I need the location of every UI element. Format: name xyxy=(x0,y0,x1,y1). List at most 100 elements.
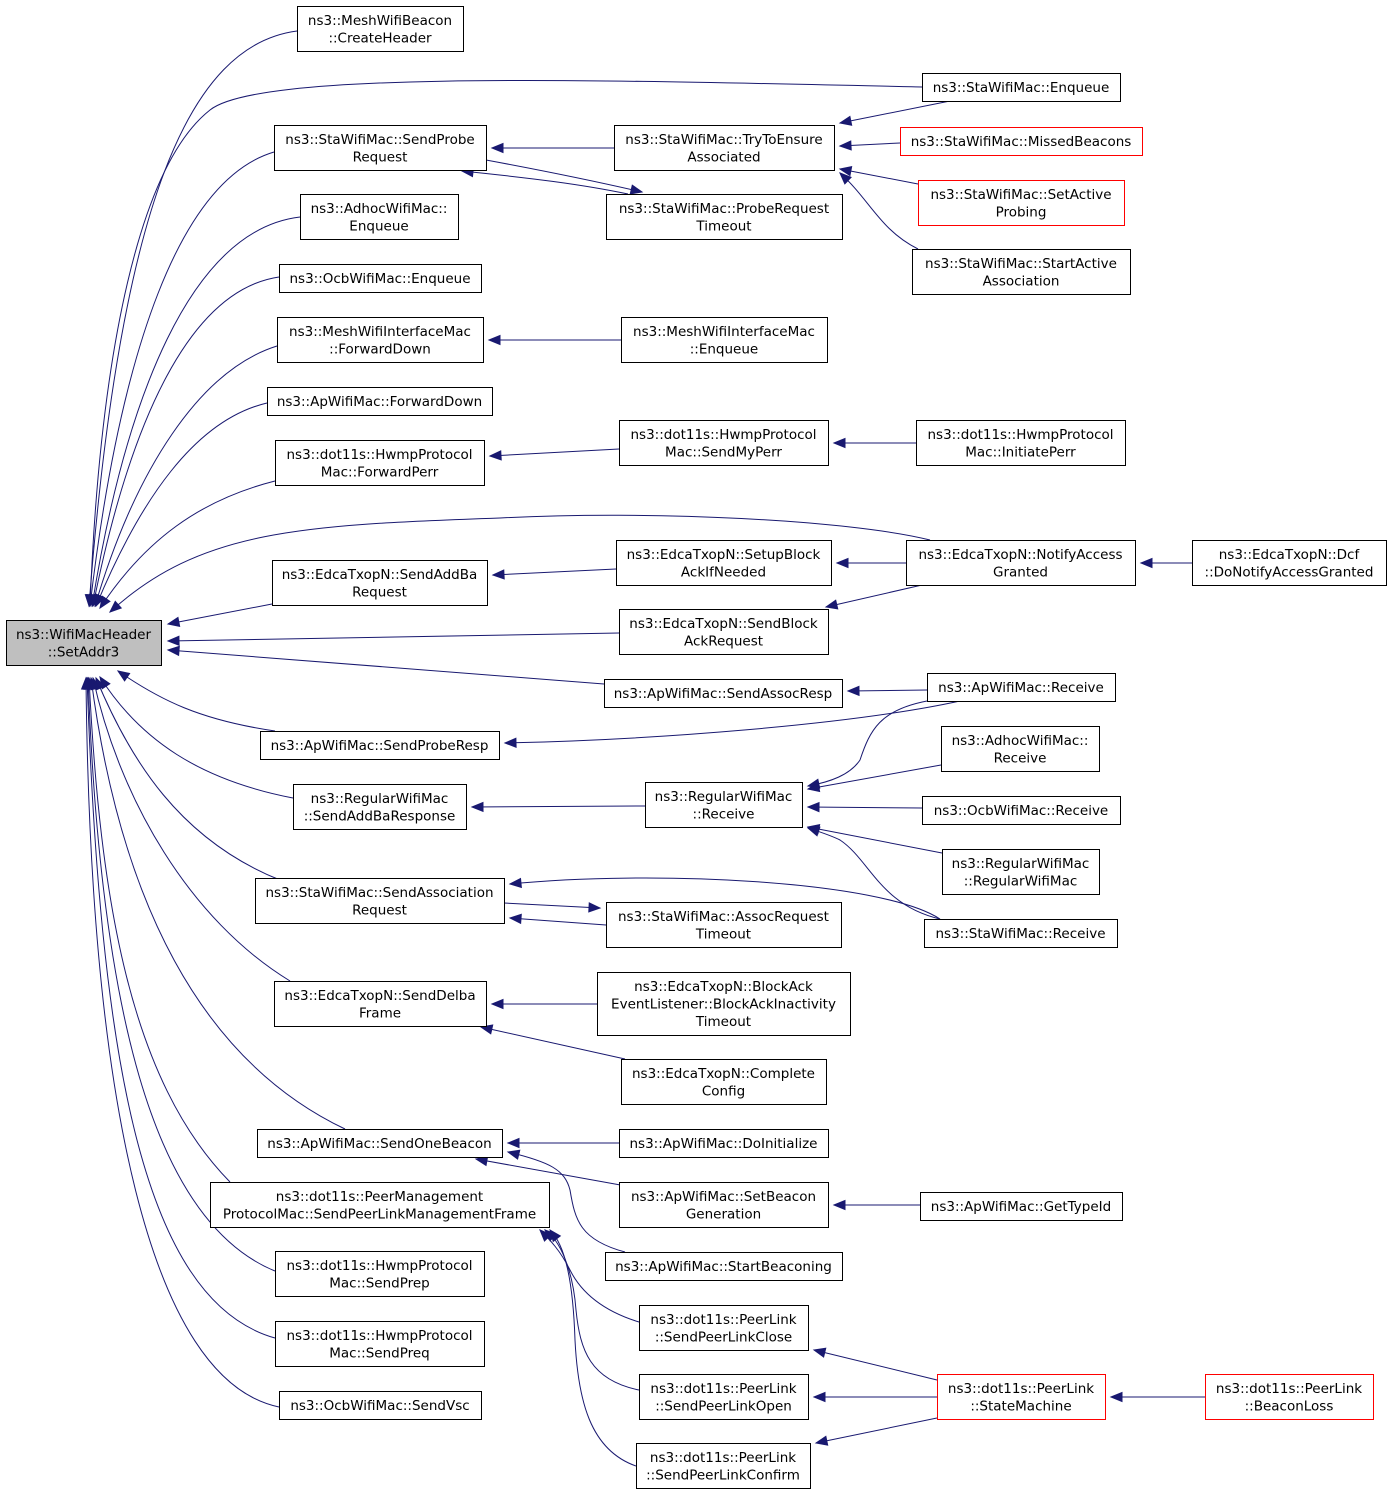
edge-n18-to-n21 xyxy=(824,584,923,610)
node-label: ::Receive xyxy=(693,806,755,822)
edge-line xyxy=(485,159,643,193)
edge-n46-to-n45 xyxy=(812,1391,937,1403)
edge-line xyxy=(504,700,961,744)
arrowhead xyxy=(488,450,502,461)
arrowhead xyxy=(838,140,852,151)
node-label: ns3::EdcaTxopN::NotifyAccess xyxy=(918,547,1122,563)
graph-node[interactable]: ns3::AdhocWifiMac::Receive xyxy=(941,726,1100,772)
arrowhead xyxy=(806,801,820,813)
node-label: Config xyxy=(702,1083,745,1099)
node-label: ns3::OcbWifiMac::Receive xyxy=(934,803,1109,819)
graph-node[interactable]: ns3::OcbWifiMac::SendVsc xyxy=(279,1391,482,1420)
node-label: ns3::StaWifiMac::ProbeRequest xyxy=(619,201,829,217)
edge-n25-to-root xyxy=(116,670,276,732)
graph-node[interactable]: ns3::StaWifiMac::Receive xyxy=(924,919,1118,948)
edge-n39-to-n36 xyxy=(474,1155,627,1187)
graph-node[interactable]: ns3::OcbWifiMac::Receive xyxy=(922,796,1121,825)
edge-line xyxy=(839,100,951,124)
arrowhead xyxy=(839,172,852,185)
graph-node[interactable]: ns3::StaWifiMac::MissedBeacons xyxy=(900,127,1143,156)
node-box xyxy=(267,387,493,416)
edge-line xyxy=(839,172,919,250)
graph-node[interactable]: ns3::dot11s::PeerLink::SendPeerLinkOpen xyxy=(639,1374,809,1420)
edge-n31-to-n30 xyxy=(508,913,607,926)
graph-node[interactable]: ns3::MeshWifiBeacon::CreateHeader xyxy=(297,6,464,52)
edge-line xyxy=(99,480,276,609)
node-box xyxy=(597,972,851,1036)
node-box xyxy=(619,1129,829,1158)
node-label: Mac::SendPrep xyxy=(329,1275,429,1291)
edge-line xyxy=(549,1229,637,1467)
graph-node[interactable]: ns3::dot11s::PeerManagementProtocolMac::… xyxy=(210,1182,550,1228)
graph-node[interactable]: ns3::MeshWifiInterfaceMac::ForwardDown xyxy=(277,317,484,363)
edge-line xyxy=(509,917,607,926)
graph-node[interactable]: ns3::RegularWifiMac::SendAddBaResponse xyxy=(293,784,467,830)
edge-line xyxy=(109,514,931,613)
graph-node[interactable]: ns3::EdcaTxopN::BlockAckEventListener::B… xyxy=(597,972,851,1036)
node-box xyxy=(922,73,1121,102)
graph-node[interactable]: ns3::dot11s::PeerLink::BeaconLoss xyxy=(1205,1374,1374,1420)
edge-line xyxy=(167,649,605,685)
arrowhead xyxy=(824,599,839,610)
graph-node[interactable]: ns3::ApWifiMac::Receive xyxy=(927,673,1116,702)
node-label: ns3::dot11s::HwmpProtocol xyxy=(286,1258,472,1274)
graph-node[interactable]: ns3::ApWifiMac::GetTypeId xyxy=(920,1192,1123,1221)
graph-node[interactable]: ns3::dot11s::PeerLink::SendPeerLinkClose xyxy=(639,1305,809,1351)
node-label: ProtocolMac::SendPeerLinkManagementFrame xyxy=(223,1206,536,1222)
graph-node[interactable]: ns3::EdcaTxopN::Dcf::DoNotifyAccessGrant… xyxy=(1192,540,1387,586)
graph-node[interactable]: ns3::dot11s::HwmpProtocolMac::ForwardPer… xyxy=(275,440,485,486)
arrowhead xyxy=(1109,1391,1123,1403)
graph-node[interactable]: ns3::ApWifiMac::StartBeaconing xyxy=(605,1252,843,1281)
edge-line xyxy=(489,448,620,457)
node-label: Request xyxy=(352,584,407,600)
node-box xyxy=(604,679,843,708)
node-label: Granted xyxy=(993,564,1048,580)
edge-n23-to-n25 xyxy=(503,700,961,748)
graph-node[interactable]: ns3::ApWifiMac::SendAssocResp xyxy=(604,679,843,708)
node-label: ns3::dot11s::HwmpProtocol xyxy=(630,427,816,443)
graph-node[interactable]: ns3::MeshWifiInterfaceMac::Enqueue xyxy=(621,317,828,363)
graph-node[interactable]: ns3::AdhocWifiMac::Enqueue xyxy=(300,194,459,240)
graph-node[interactable]: ns3::EdcaTxopN::NotifyAccessGranted xyxy=(906,540,1136,586)
arrowhead xyxy=(846,685,860,697)
graph-node[interactable]: ns3::OcbWifiMac::Enqueue xyxy=(279,264,482,293)
node-label: Probing xyxy=(996,204,1047,220)
graph-node[interactable]: ns3::ApWifiMac::SendOneBeacon xyxy=(257,1129,503,1158)
edge-line xyxy=(847,689,928,692)
graph-node[interactable]: ns3::dot11s::HwmpProtocolMac::InitiatePe… xyxy=(916,420,1126,466)
graph-node[interactable]: ns3::ApWifiMac::SendProbeResp xyxy=(260,731,500,760)
arrowhead xyxy=(166,635,180,647)
node-label: AckIfNeeded xyxy=(681,564,766,580)
graph-node[interactable]: ns3::dot11s::PeerLink::StateMachine xyxy=(937,1374,1106,1420)
arrowhead xyxy=(832,437,846,449)
graph-node[interactable]: ns3::StaWifiMac::Enqueue xyxy=(922,73,1121,102)
graph-node[interactable]: ns3::dot11s::PeerLink::SendPeerLinkConfi… xyxy=(636,1443,811,1489)
edge-n40-to-n39 xyxy=(832,1199,920,1211)
node-box xyxy=(621,317,828,363)
graph-node[interactable]: ns3::RegularWifiMac::Receive xyxy=(645,782,803,828)
graph-node[interactable]: ns3::ApWifiMac::ForwardDown xyxy=(267,387,493,416)
graph-node[interactable]: ns3::ApWifiMac::DoInitialize xyxy=(619,1129,829,1158)
arrowhead xyxy=(490,142,504,154)
graph-node[interactable]: ns3::RegularWifiMac::RegularWifiMac xyxy=(942,849,1100,895)
node-label: ns3::ApWifiMac::DoInitialize xyxy=(630,1136,818,1152)
edge-line xyxy=(167,632,620,642)
node-label: ns3::dot11s::PeerLink xyxy=(1216,1381,1362,1397)
